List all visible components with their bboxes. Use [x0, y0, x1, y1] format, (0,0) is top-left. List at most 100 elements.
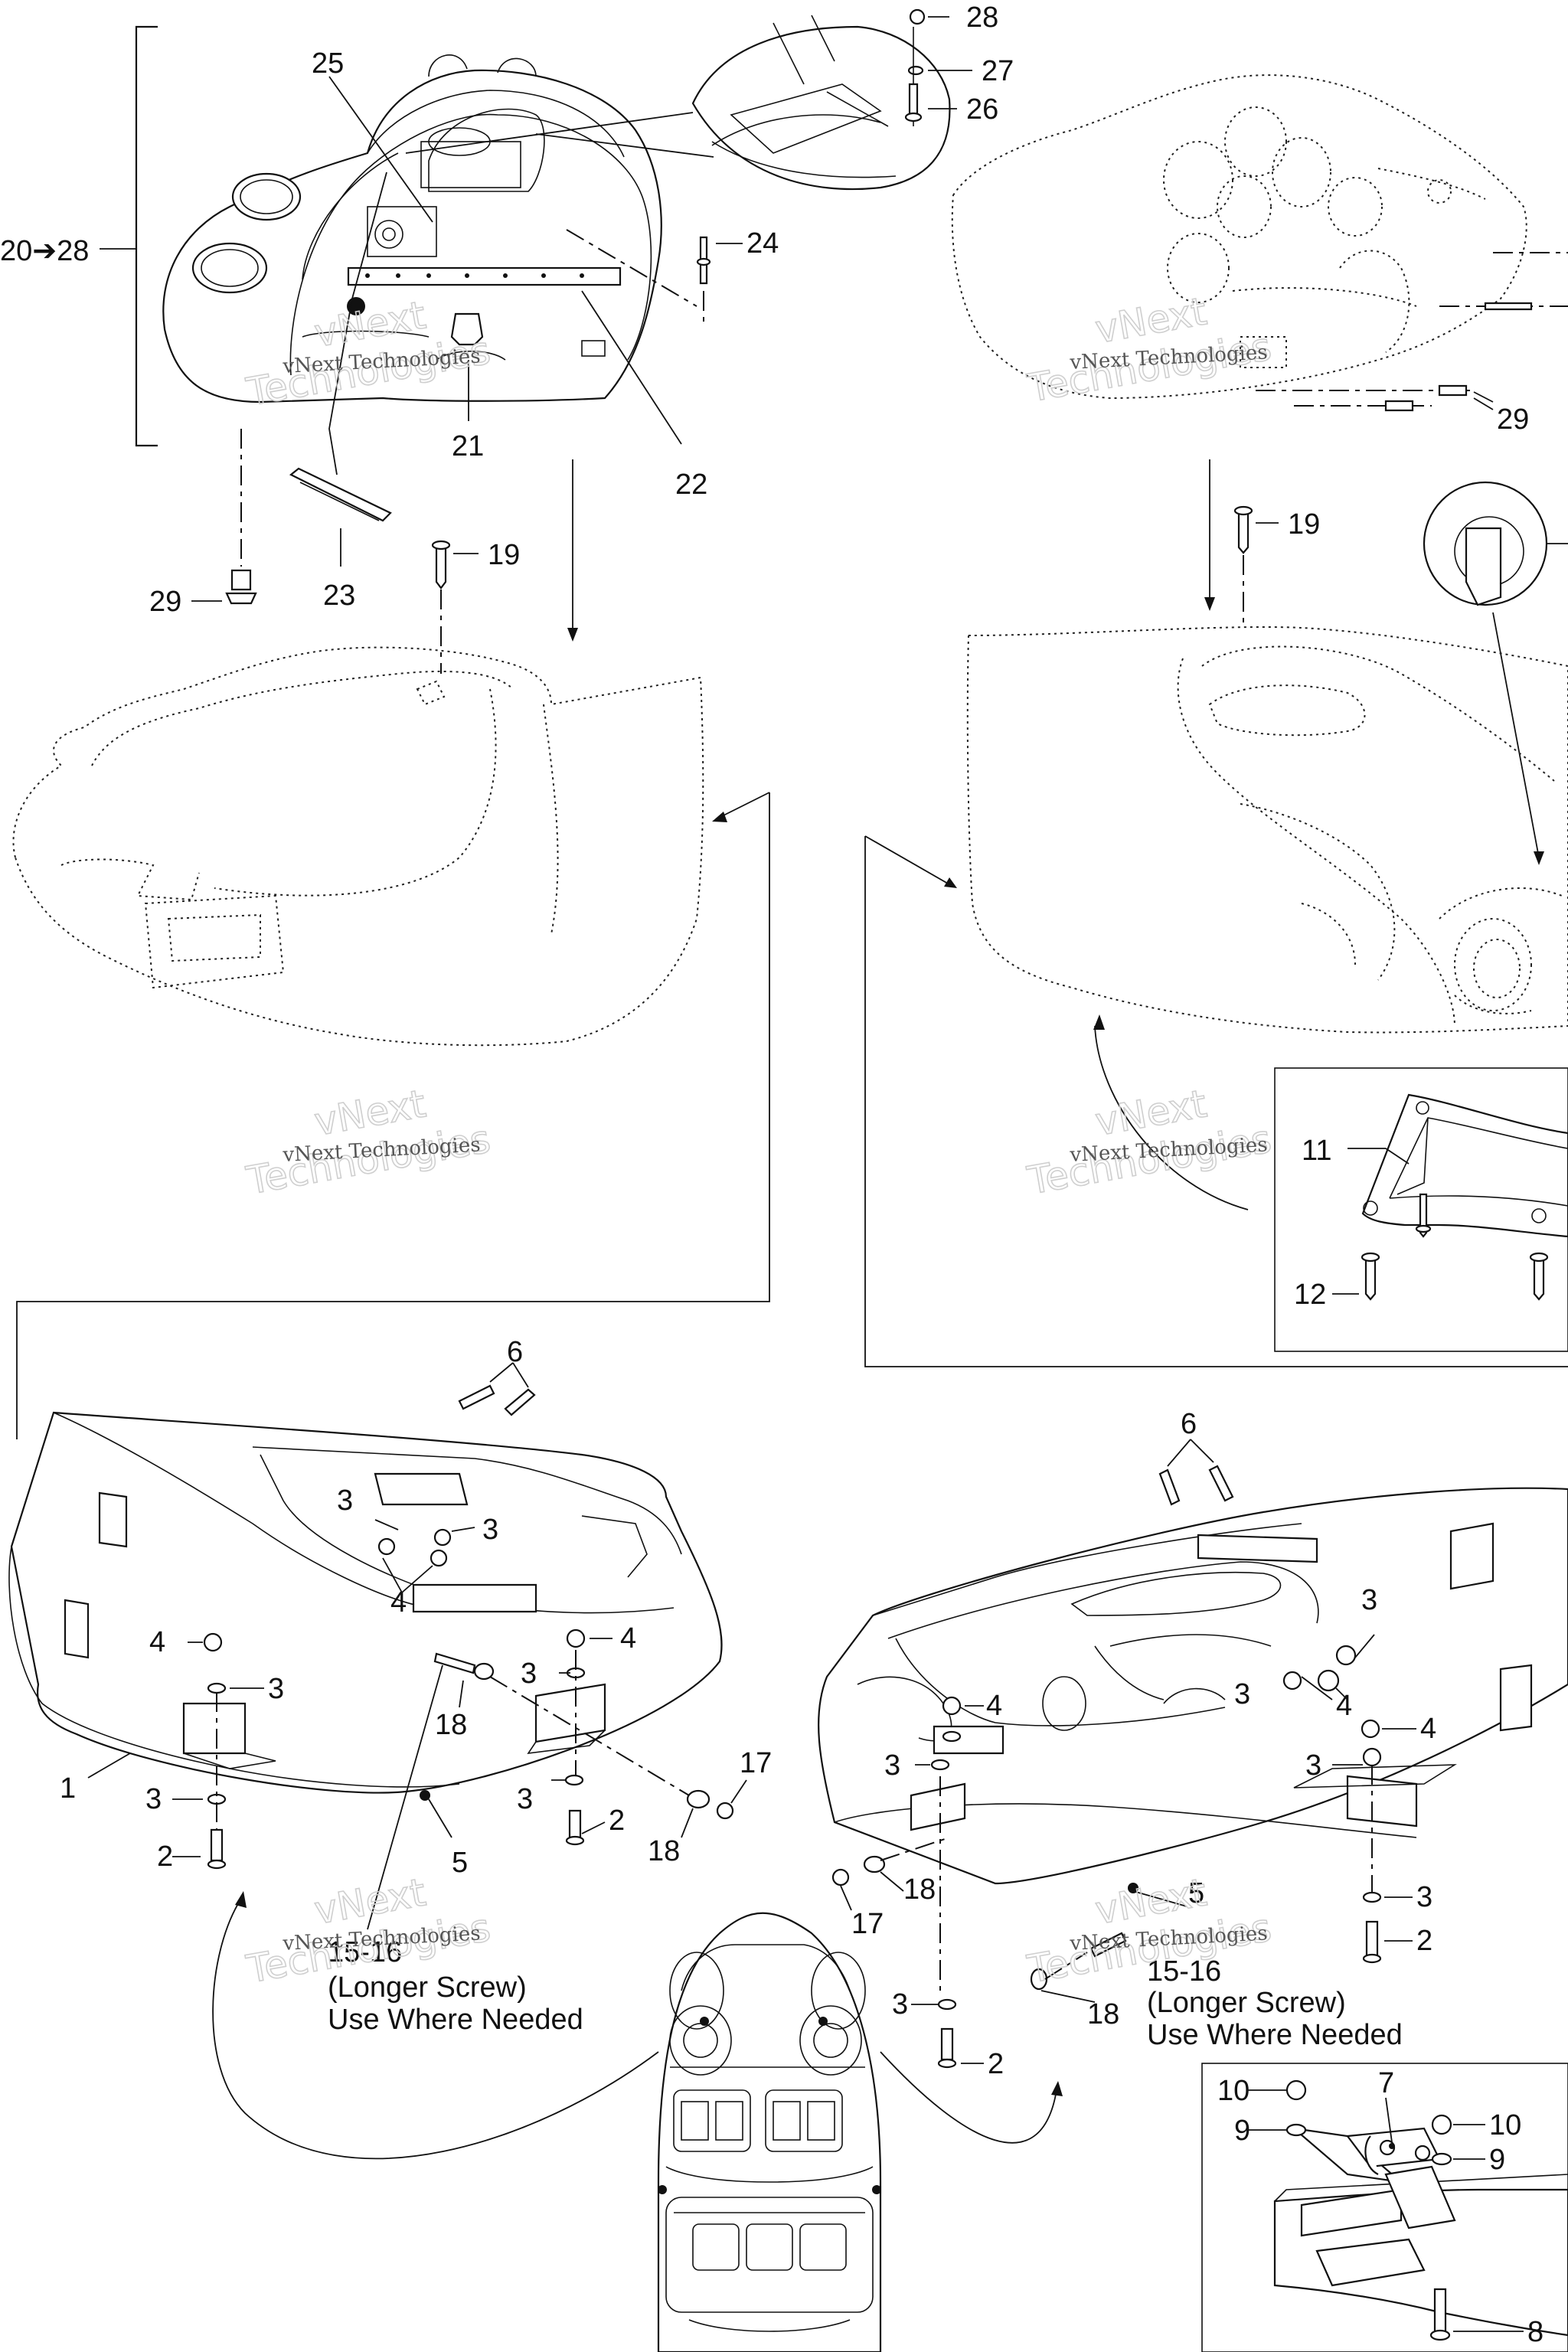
- callout-6-right: 6: [1181, 1408, 1197, 1440]
- callout-17-b: 17: [851, 1908, 884, 1940]
- screw-19-right: [1237, 508, 1250, 554]
- bolt-2-front: [940, 2027, 954, 2061]
- callout-2-b: 2: [157, 1841, 173, 1873]
- screw-19-left: [435, 542, 447, 590]
- callout-3-i: 3: [884, 1749, 900, 1782]
- callout-8: 8: [1527, 2316, 1544, 2348]
- bolt-26: [908, 83, 919, 116]
- callout-19-left: 19: [488, 539, 520, 571]
- screw-6d: [1208, 1465, 1234, 1502]
- callout-18-a: 18: [435, 1709, 467, 1741]
- note-use-where-needed-right: Use Where Needed: [1147, 2019, 1403, 2051]
- gauge-lower: [191, 242, 268, 294]
- callout-17-a: 17: [740, 1747, 772, 1779]
- bracket-rear: [1346, 1775, 1418, 1828]
- callout-19-right: 19: [1288, 508, 1320, 541]
- callout-3-h: 3: [1234, 1678, 1250, 1710]
- washer-9-left: [1285, 2123, 1307, 2137]
- callout-2-c: 2: [1416, 1925, 1432, 1957]
- washer-27: [907, 65, 924, 76]
- upper-console-right: [951, 74, 1527, 400]
- bolt-2-right: [568, 1809, 582, 1839]
- screw-12: [1364, 1254, 1377, 1301]
- console-assembly-left: [100, 8, 972, 674]
- callout-5-b: 5: [1188, 1877, 1204, 1909]
- washer-9-right: [1431, 2152, 1452, 2166]
- gauge-upper: [231, 172, 302, 221]
- screw-6b: [504, 1388, 536, 1416]
- callout-4-c: 4: [620, 1622, 636, 1655]
- bracket-front: [910, 1782, 966, 1831]
- callout-4-d: 4: [1336, 1690, 1352, 1722]
- callout-10-left: 10: [1217, 2075, 1250, 2107]
- callout-3-d: 3: [521, 1658, 537, 1690]
- boat-hull: [657, 1912, 882, 2352]
- inset-frame-7-10: [1201, 2063, 1568, 2352]
- nut-17-right: [831, 1868, 850, 1886]
- callout-26: 26: [966, 93, 998, 126]
- callout-27: 27: [982, 55, 1014, 87]
- screw-6c: [1158, 1468, 1181, 1506]
- callout-3-b: 3: [482, 1514, 498, 1546]
- note-longer-screw-right: (Longer Screw): [1147, 1987, 1346, 2019]
- trim-piece-23: [289, 467, 392, 522]
- nut-28: [909, 8, 926, 25]
- bottom-panel-right: [818, 1439, 1568, 2069]
- screw-29: [230, 569, 252, 591]
- callout-4-e: 4: [986, 1690, 1002, 1722]
- bracket-left: [182, 1702, 247, 1755]
- trim-strip: [347, 266, 622, 286]
- hull-section-left: [12, 646, 704, 1047]
- bracket-20-28: [135, 25, 158, 447]
- screw-6a: [458, 1384, 495, 1410]
- callout-11: 11: [1302, 1135, 1331, 1167]
- callout-12: 12: [1294, 1279, 1326, 1311]
- callout-4-a: 4: [390, 1586, 407, 1619]
- bracket-plate: [1300, 2188, 1403, 2237]
- bottom-panel-left: [8, 1362, 747, 1930]
- callout-9-right: 9: [1489, 2144, 1505, 2176]
- callout-24: 24: [746, 227, 779, 260]
- callout-3-a: 3: [337, 1485, 353, 1517]
- callout-5-a: 5: [452, 1847, 468, 1879]
- detail-circle-top: [691, 25, 951, 191]
- callout-28: 28: [966, 2, 998, 34]
- console-assembly-right: [951, 74, 1568, 865]
- callout-3-k: 3: [1416, 1881, 1432, 1913]
- callout-3-f: 3: [517, 1783, 533, 1815]
- callout-23: 23: [323, 580, 355, 612]
- nut-4-right: [566, 1628, 586, 1648]
- callout-2-d: 2: [988, 2048, 1004, 2080]
- nut-17-left: [716, 1802, 734, 1820]
- rivet-5: [420, 1790, 430, 1801]
- bolt-18: [433, 1652, 476, 1674]
- bolt-2-rear: [1365, 1920, 1379, 1958]
- hull-section-right: [966, 626, 1568, 1034]
- key-post: [450, 312, 484, 346]
- callout-15-16-right: 15-16: [1147, 1955, 1221, 1988]
- callout-22: 22: [675, 469, 707, 501]
- screw-29-right-a: [1384, 400, 1414, 412]
- nut-10-left: [1285, 2079, 1307, 2101]
- inset-bracket: [1201, 2063, 1568, 2352]
- callout-15-16-left: 15-16: [328, 1936, 402, 1968]
- inset-frame-11-12: [1274, 1067, 1568, 1352]
- callout-4-f: 4: [1420, 1713, 1436, 1745]
- panel-body-1: [10, 1411, 723, 1794]
- callout-4-b: 4: [149, 1626, 165, 1658]
- callout-29-left: 29: [149, 586, 181, 618]
- hull-outline-right: [966, 626, 1568, 1034]
- callout-9-left: 9: [1234, 2115, 1250, 2147]
- note-use-where-needed-left: Use Where Needed: [328, 2004, 583, 2036]
- rivet-5-right: [1128, 1883, 1138, 1893]
- note-longer-screw-left: (Longer Screw): [328, 1971, 527, 2004]
- callout-6-left: 6: [507, 1336, 523, 1368]
- watermarks: vNext Technologies vNext Technologies vN…: [243, 289, 1276, 1993]
- callout-18-c: 18: [903, 1873, 936, 1906]
- inset-grab-handle: [1274, 1067, 1568, 1352]
- callout-21: 21: [452, 430, 484, 462]
- callout-3-c: 3: [268, 1673, 284, 1705]
- callout-3-j: 3: [1305, 1749, 1321, 1782]
- callout-7: 7: [1378, 2067, 1394, 2099]
